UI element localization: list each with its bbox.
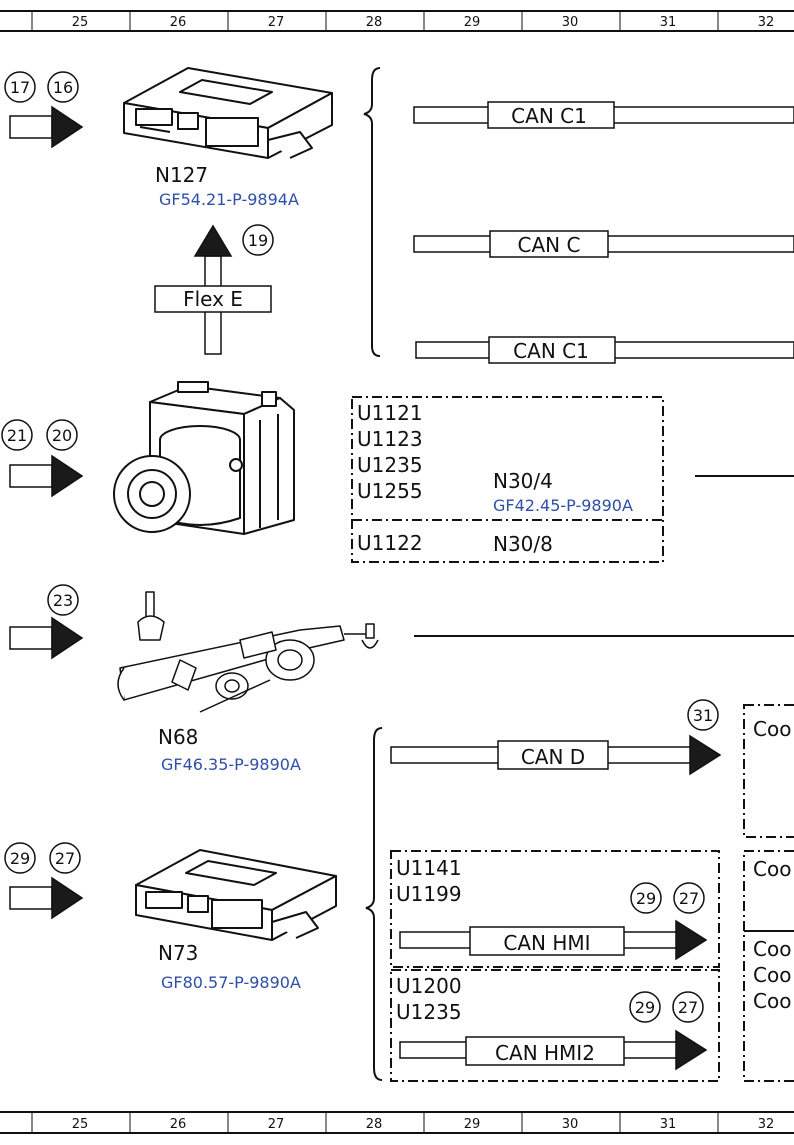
can-d-label: CAN D xyxy=(521,745,585,769)
can-d-bus xyxy=(390,734,722,776)
svg-text:21: 21 xyxy=(7,426,27,445)
bubble-27[interactable]: 27 xyxy=(673,882,705,914)
bubble-29[interactable]: 29 xyxy=(4,842,36,874)
n68-reference-link[interactable]: GF46.35-P-9890A xyxy=(161,755,301,774)
n73-reference-link[interactable]: GF80.57-P-9890A xyxy=(161,973,301,992)
ruler-col-label: 28 xyxy=(366,15,383,30)
can-c1-bus-bottom xyxy=(415,336,794,364)
flex-e-bus-box: Flex E xyxy=(154,285,272,313)
can-c1-label-top: CAN C1 xyxy=(511,104,587,128)
svg-text:31: 31 xyxy=(693,706,713,725)
input-arrow-n73 xyxy=(9,876,84,920)
svg-text:29: 29 xyxy=(635,998,655,1017)
n68-steering-gear-icon xyxy=(117,591,379,713)
svg-text:23: 23 xyxy=(53,591,73,610)
right-partial-box-1 xyxy=(743,704,794,838)
bracket-top xyxy=(363,67,381,357)
svg-text:27: 27 xyxy=(678,998,698,1017)
ruler-col-label: 31 xyxy=(660,15,677,30)
n30-4-label: N30/4 xyxy=(493,469,553,493)
fault-code: U1122 xyxy=(357,531,423,555)
svg-text:20: 20 xyxy=(52,426,72,445)
ruler-col-label: 28 xyxy=(366,1117,383,1132)
can-c1-label-bottom: CAN C1 xyxy=(513,339,589,363)
can-hmi-label: CAN HMI xyxy=(503,931,590,955)
fault-code: U1123 xyxy=(357,427,423,451)
bubble-19[interactable]: 19 xyxy=(242,224,274,256)
svg-text:29: 29 xyxy=(10,849,30,868)
svg-text:29: 29 xyxy=(636,889,656,908)
can-c-label: CAN C xyxy=(518,233,581,257)
can-c1-bus-top xyxy=(413,101,794,129)
bubble-17[interactable]: 17 xyxy=(4,71,36,103)
can-hmi2-label: CAN HMI2 xyxy=(495,1041,595,1065)
n73-control-unit-icon xyxy=(135,849,337,941)
svg-text:27: 27 xyxy=(679,889,699,908)
can-c-bus xyxy=(413,230,794,258)
ruler-col-label: 32 xyxy=(758,15,775,30)
input-arrow-n127 xyxy=(9,105,84,149)
can-hmi2-bus xyxy=(399,1029,708,1071)
ruler-col-label: 25 xyxy=(72,15,89,30)
bottom-ruler-labels: 25 26 27 28 29 30 31 32 xyxy=(72,1117,775,1132)
n127-label: N127 xyxy=(155,163,208,187)
fault-code: U1121 xyxy=(357,401,423,425)
n68-label: N68 xyxy=(158,725,198,749)
fault-code: U1141 xyxy=(396,856,462,880)
input-arrow-n68 xyxy=(9,616,84,660)
partial-label: Coo xyxy=(753,989,791,1013)
fault-code: U1199 xyxy=(396,882,462,906)
svg-text:27: 27 xyxy=(55,849,75,868)
bubble-20[interactable]: 20 xyxy=(46,419,78,451)
ruler-col-label: 30 xyxy=(562,15,579,30)
hmi-box-1 xyxy=(390,850,720,968)
ruler-col-label: 30 xyxy=(562,1117,579,1132)
n30-8-label: N30/8 xyxy=(493,532,553,556)
partial-label: Coo xyxy=(753,963,791,987)
ruler-col-label: 31 xyxy=(660,1117,677,1132)
svg-text:16: 16 xyxy=(53,78,73,97)
input-arrow-abs xyxy=(9,454,84,498)
fault-box-abs xyxy=(351,396,664,563)
partial-label: Coo xyxy=(753,717,791,741)
n127-control-unit-icon xyxy=(123,67,333,159)
ruler-col-label: 29 xyxy=(464,15,481,30)
bubble-21[interactable]: 21 xyxy=(1,419,33,451)
bubble-29[interactable]: 29 xyxy=(630,882,662,914)
svg-text:17: 17 xyxy=(10,78,30,97)
abs-hydraulic-unit-icon xyxy=(113,381,295,535)
hmi-box-2 xyxy=(390,969,720,1082)
n30-4-reference-link[interactable]: GF42.45-P-9890A xyxy=(493,496,633,515)
bubble-23[interactable]: 23 xyxy=(47,584,79,616)
right-partial-box-3 xyxy=(743,930,794,1082)
bubble-27[interactable]: 27 xyxy=(672,991,704,1023)
ruler-col-label: 25 xyxy=(72,1117,89,1132)
ruler-col-label: 26 xyxy=(170,1117,187,1132)
svg-text:19: 19 xyxy=(248,231,268,250)
fault-code: U1255 xyxy=(357,479,423,503)
n127-reference-link[interactable]: GF54.21-P-9894A xyxy=(159,190,299,209)
bubble-31[interactable]: 31 xyxy=(687,699,719,731)
partial-label: Coo xyxy=(753,857,791,881)
ruler-col-label: 29 xyxy=(464,1117,481,1132)
svg-text:Flex E: Flex E xyxy=(183,287,243,311)
top-ruler xyxy=(0,10,794,32)
ruler-col-label: 27 xyxy=(268,15,285,30)
ruler-col-label: 26 xyxy=(170,15,187,30)
bubble-16[interactable]: 16 xyxy=(47,71,79,103)
bubble-29[interactable]: 29 xyxy=(629,991,661,1023)
ruler-col-label: 27 xyxy=(268,1117,285,1132)
fault-code: U1235 xyxy=(357,453,423,477)
fault-code: U1200 xyxy=(396,974,462,998)
bracket-bottom xyxy=(365,727,383,1081)
fault-code: U1235 xyxy=(396,1000,462,1024)
ruler-col-label: 32 xyxy=(758,1117,775,1132)
top-ruler-labels: 25 26 27 28 29 30 31 32 xyxy=(72,15,775,30)
bubble-27[interactable]: 27 xyxy=(49,842,81,874)
can-hmi-bus xyxy=(399,919,708,961)
partial-label: Coo xyxy=(753,937,791,961)
n73-label: N73 xyxy=(158,941,198,965)
bottom-ruler xyxy=(0,1111,794,1134)
